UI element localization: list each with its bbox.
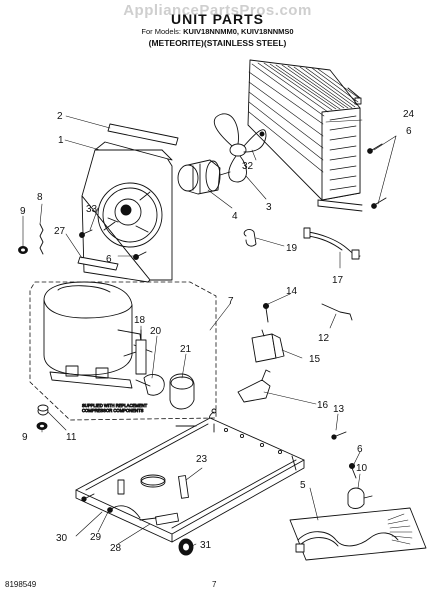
callout-numbers: 1 2 3 4 5 6 6 6 7 8 9 9 10 11 12 13 14 1… <box>20 109 415 554</box>
callout-14: 14 <box>286 286 298 297</box>
callout-23: 23 <box>196 454 208 465</box>
grommet-11 <box>37 404 49 416</box>
callout-19: 19 <box>286 243 298 254</box>
bracket-16 <box>237 369 271 403</box>
callout-5: 5 <box>300 480 306 491</box>
compressor <box>43 281 153 389</box>
callout-10: 10 <box>356 463 368 474</box>
wire-harness-17 <box>303 227 361 260</box>
callout-15: 15 <box>309 354 321 365</box>
power-cord-box <box>289 507 427 561</box>
wheel-31 <box>178 538 194 556</box>
callout-30: 30 <box>56 533 68 544</box>
screw-6-left <box>133 251 147 260</box>
screw-14 <box>262 302 270 323</box>
callout-2: 2 <box>57 111 63 122</box>
tube-23 <box>178 475 189 499</box>
document-number: 8198549 <box>5 580 37 589</box>
models-label: For Models: <box>141 27 182 36</box>
screw-6-lower <box>348 462 357 479</box>
gasket-strip <box>107 123 179 146</box>
callout-7: 7 <box>228 296 234 307</box>
callout-31: 31 <box>200 540 212 551</box>
connector-10 <box>347 487 373 509</box>
watermark: AppliancePartsPros.com <box>123 2 312 19</box>
callout-18: 18 <box>134 315 146 326</box>
tube-23b <box>117 479 125 495</box>
callout-29: 29 <box>90 532 102 543</box>
callout-28: 28 <box>110 543 122 554</box>
callout-33: 33 <box>86 204 98 215</box>
bracket-27 <box>77 256 119 271</box>
callout-21: 21 <box>180 344 192 355</box>
callout-9b: 9 <box>22 432 28 443</box>
callout-32: 32 <box>242 161 254 172</box>
callout-9a: 9 <box>20 206 26 217</box>
callout-11: 11 <box>66 432 77 443</box>
callout-24: 24 <box>403 109 415 120</box>
cover-21 <box>169 373 195 410</box>
models-line: For Models: KUIV18NNMM0, KUIV18NNMS0 <box>0 27 435 36</box>
base-pan <box>75 417 305 543</box>
callout-12: 12 <box>318 333 330 344</box>
loop-tube <box>140 474 166 488</box>
tube-12 <box>321 303 353 321</box>
screw-33 <box>79 229 93 238</box>
compressor-note-2: COMPRESSOR COMPONENTS <box>82 408 144 413</box>
spring-clip-8 <box>39 223 44 255</box>
callout-13: 13 <box>333 404 345 415</box>
callout-1: 1 <box>58 135 64 146</box>
callout-6b: 6 <box>106 254 112 265</box>
variant-line: (METEORITE)(STAINLESS STEEL) <box>148 38 287 48</box>
page-number: 7 <box>212 580 217 589</box>
callout-8: 8 <box>37 192 43 203</box>
clip-19 <box>243 229 257 247</box>
callout-27: 27 <box>54 226 66 237</box>
screw-30 <box>81 493 95 502</box>
leader-lines <box>22 115 397 547</box>
grommet-9 <box>18 246 28 254</box>
callout-4: 4 <box>232 211 238 222</box>
compressor-note-1: SUPPLIED WITH REPLACEMENT <box>82 403 148 408</box>
models-list: KUIV18NNMM0, KUIV18NNMS0 <box>183 27 294 36</box>
condenser-coil <box>247 59 363 212</box>
relay-20 <box>135 374 165 396</box>
fan-motor <box>177 159 231 195</box>
hose-29 <box>107 505 141 519</box>
callout-6c: 6 <box>357 444 363 455</box>
callout-6a: 6 <box>406 126 412 137</box>
compressor-kit-outline <box>29 281 217 421</box>
callout-16: 16 <box>317 400 329 411</box>
screw <box>367 143 387 209</box>
callout-20: 20 <box>150 326 162 337</box>
callout-17: 17 <box>332 275 344 286</box>
control-15 <box>251 329 285 363</box>
callout-3: 3 <box>266 202 272 213</box>
drain-tube-28 <box>139 512 179 526</box>
page-title: UNIT PARTS <box>171 11 264 27</box>
